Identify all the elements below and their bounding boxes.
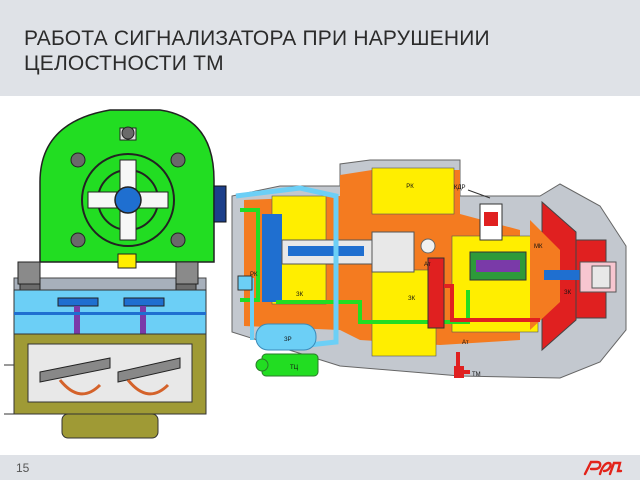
label-zr: ЗР — [284, 337, 292, 343]
reservoir-zr — [255, 323, 317, 351]
label-rk-left: РК — [250, 272, 258, 278]
label-rk-top: РК — [406, 184, 414, 190]
slide-title: РАБОТА СИГНАЛИЗАТОРА ПРИ НАРУШЕНИИ ЦЕЛОС… — [24, 27, 490, 75]
left-piston — [262, 214, 282, 302]
yellow-chamber-rk — [371, 167, 455, 215]
rzd-logo-icon — [583, 460, 623, 476]
label-at-mid: Ат — [424, 262, 431, 268]
signalizer-green-housing — [39, 109, 227, 269]
label-zk-right: ЗК — [564, 290, 572, 296]
yellow-chamber-zk — [371, 269, 437, 357]
signalizer-contact-block — [4, 333, 207, 439]
green-channel — [276, 290, 470, 324]
label-tc: ТЦ — [290, 365, 299, 371]
signalizer-flange — [13, 261, 207, 301]
page-number: 15 — [16, 461, 30, 475]
label-zk-left: ЗК — [296, 292, 304, 298]
label-kdr: КДР — [454, 185, 466, 191]
right-rod — [544, 270, 580, 280]
label-zk-mid: ЗК — [408, 296, 416, 302]
valve-plug — [420, 238, 436, 254]
label-tm: ТМ — [472, 372, 481, 378]
red-valve — [427, 257, 445, 329]
valve-housing — [371, 231, 415, 273]
slide-footer: 15 — [0, 455, 640, 480]
yellow-chamber-center — [451, 235, 539, 333]
label-at-bottom: Ат — [462, 340, 469, 346]
spool — [288, 246, 364, 256]
center-spool — [476, 260, 520, 272]
signalizer-diaphragm — [13, 289, 207, 336]
slide-header: РАБОТА СИГНАЛИЗАТОРА ПРИ НАРУШЕНИИ ЦЕЛОС… — [0, 0, 640, 96]
label-mk: МК — [534, 244, 543, 250]
